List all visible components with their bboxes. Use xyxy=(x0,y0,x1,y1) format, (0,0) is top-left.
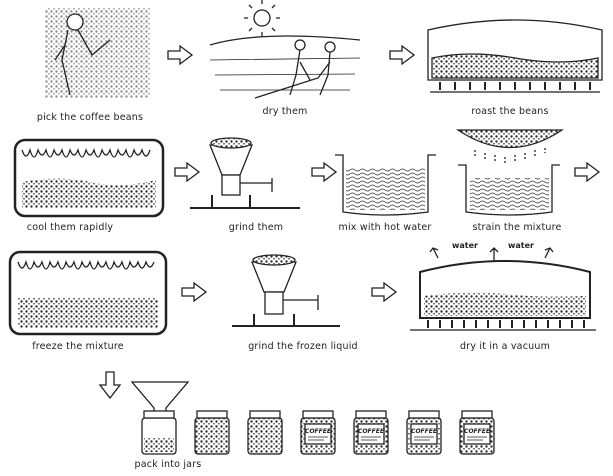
picking-illustration xyxy=(45,8,150,98)
jar: COFFEE xyxy=(406,410,442,455)
vacuum-dryer-illustration xyxy=(410,247,596,331)
step-label: mix with hot water xyxy=(338,222,432,233)
jar: COFFEE xyxy=(300,410,336,455)
jar xyxy=(247,410,283,455)
arrow-down-icon xyxy=(98,371,122,400)
arrow-right-icon xyxy=(174,162,200,182)
step-label: pick the coffee beans xyxy=(36,112,144,123)
jar-label: COFFEE xyxy=(464,428,491,435)
arrow-right-icon xyxy=(311,162,337,182)
arrow-right-icon xyxy=(371,282,397,302)
water-annotation: water xyxy=(452,241,478,250)
mixing-pot-illustration xyxy=(335,154,436,216)
step-label: pack into jars xyxy=(134,459,202,470)
step-label: dry it in a vacuum xyxy=(459,341,551,352)
jar-label: COFFEE xyxy=(358,428,385,435)
grinder-illustration xyxy=(190,137,300,209)
arrow-right-icon xyxy=(167,45,193,65)
roasting-drum-illustration xyxy=(427,19,603,93)
arrow-right-icon xyxy=(181,282,207,302)
frozen-grinder-illustration xyxy=(232,254,340,327)
jar-label: COFFEE xyxy=(411,428,438,435)
arrow-right-icon xyxy=(389,45,415,65)
jar xyxy=(141,410,177,455)
step-label: grind them xyxy=(228,222,284,233)
step-label: cool them rapidly xyxy=(26,222,114,233)
arrow-right-icon xyxy=(574,162,600,182)
step-label: grind the frozen liquid xyxy=(248,341,358,352)
step-label: freeze the mixture xyxy=(32,341,124,352)
jar: COFFEE xyxy=(353,410,389,455)
jars-row: COFFEE COFFEE COFFEE COFFEE xyxy=(141,410,495,455)
drying-illustration xyxy=(209,0,361,99)
cooling-container-illustration xyxy=(13,138,165,218)
step-label: roast the beans xyxy=(471,106,549,117)
jar-label: COFFEE xyxy=(305,428,332,435)
step-label: strain the mixture xyxy=(472,222,562,233)
water-annotation: water xyxy=(508,241,534,250)
jar xyxy=(194,410,230,455)
step-label: dry them xyxy=(262,106,308,117)
jar: COFFEE xyxy=(459,410,495,455)
straining-pot-illustration xyxy=(455,129,565,216)
freezing-container-illustration xyxy=(8,250,168,336)
